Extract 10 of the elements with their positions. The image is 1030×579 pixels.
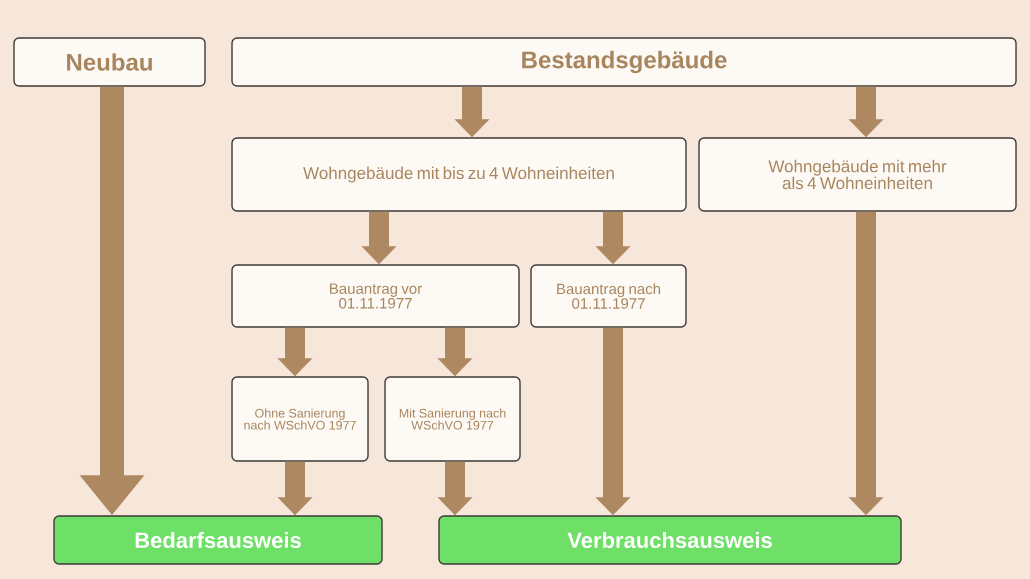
process-box: Bauantrag nach 01.11.1977	[530, 264, 687, 328]
process-box: Wohngebäude mit mehr als 4 Wohneinheiten	[698, 137, 1017, 212]
process-box: Bauantrag vor 01.11.1977	[231, 264, 520, 328]
process-box: Mit Sanierung nach WSchVO 1977	[384, 376, 521, 462]
process-box: Wohngebäude mit bis zu 4 Wohneinheiten	[231, 137, 687, 212]
process-box: Ohne Sanierung nach WSchVO 1977	[231, 376, 369, 462]
result-box: Verbrauchsausweis	[438, 515, 902, 565]
process-box: Bestandsgebäude	[231, 37, 1017, 87]
result-box: Bedarfsausweis	[53, 515, 383, 565]
process-box: Neubau	[13, 37, 206, 87]
